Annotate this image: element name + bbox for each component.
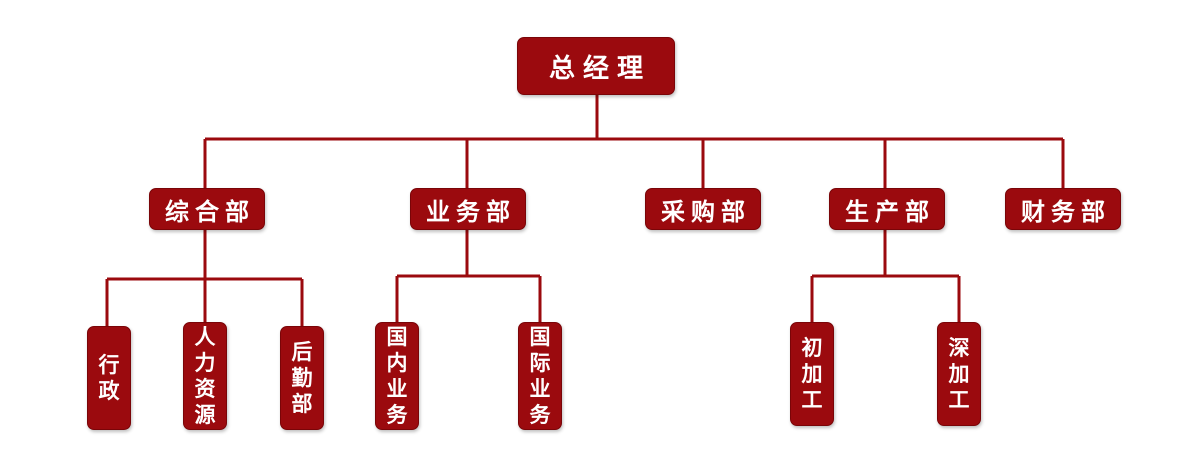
node-international-business-label: 国际业务 xyxy=(529,325,551,427)
node-general-manager: 总经理 xyxy=(517,37,675,95)
node-dept-purchasing: 采购部 xyxy=(645,188,761,230)
node-international-business: 国际业务 xyxy=(518,322,562,430)
node-dept-business: 业务部 xyxy=(410,188,526,230)
node-dept-general-affairs: 综合部 xyxy=(149,188,265,230)
node-domestic-business-label: 国内业务 xyxy=(386,325,408,427)
node-primary-processing-label: 初加工 xyxy=(801,336,823,412)
node-primary-processing: 初加工 xyxy=(790,322,834,426)
node-logistics: 后勤部 xyxy=(280,326,324,430)
node-human-resources-label: 人力资源 xyxy=(194,325,216,427)
node-logistics-label: 后勤部 xyxy=(291,340,313,416)
node-dept-finance: 财务部 xyxy=(1005,188,1121,230)
node-deep-processing: 深加工 xyxy=(937,322,981,426)
node-deep-processing-label: 深加工 xyxy=(948,336,970,412)
node-admin-label: 行政 xyxy=(98,353,120,403)
node-dept-production: 生产部 xyxy=(829,188,945,230)
node-admin: 行政 xyxy=(87,326,131,430)
node-human-resources: 人力资源 xyxy=(183,322,227,430)
node-domestic-business: 国内业务 xyxy=(375,322,419,430)
